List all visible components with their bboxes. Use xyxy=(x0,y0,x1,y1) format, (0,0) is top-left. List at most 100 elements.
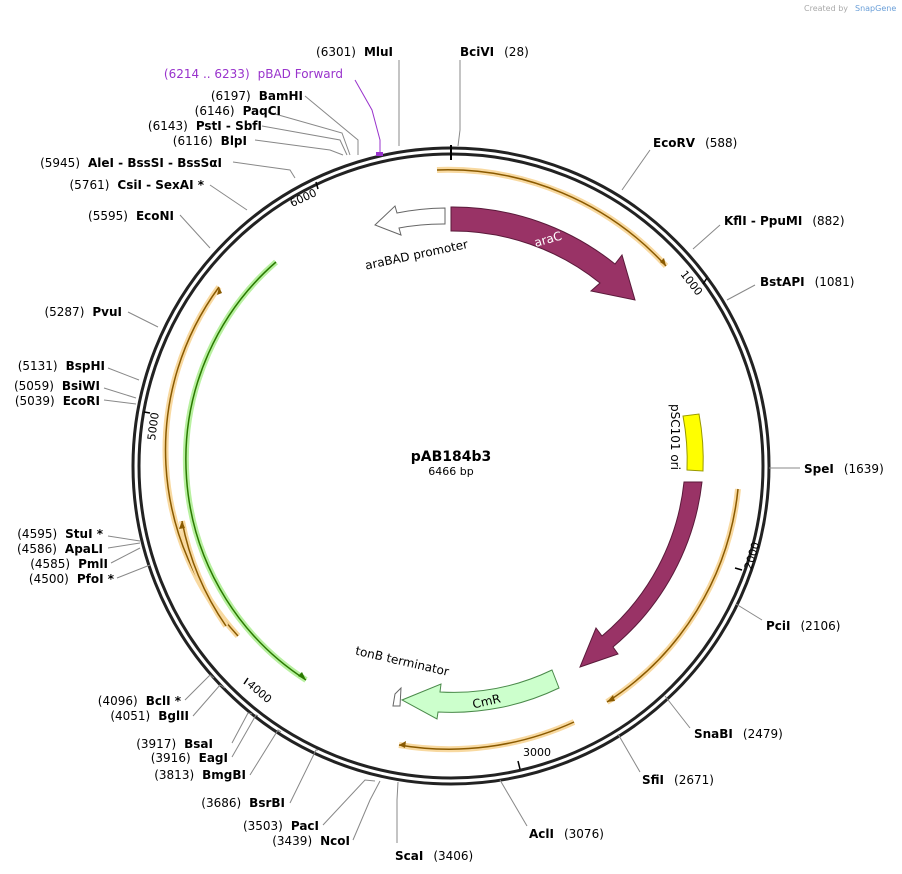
site-pos: (4595) xyxy=(17,527,57,541)
site-pos: (5059) xyxy=(14,379,54,393)
feature-psc101-ori-label: pSC101 ori xyxy=(668,404,682,470)
site-pos: (882) xyxy=(812,214,844,228)
svg-text:(4585)PmlI: (4585)PmlI xyxy=(30,557,108,571)
site-name: AclI xyxy=(529,827,554,841)
site-pos: (5287) xyxy=(44,305,84,319)
primer-leader xyxy=(354,79,381,155)
feature-cmr-label: CmR xyxy=(471,691,502,711)
site-name: PciI xyxy=(766,619,791,633)
tick-label-1000: 1000 xyxy=(678,268,705,298)
svg-text:(4051)BglII: (4051) BglII xyxy=(110,709,189,723)
site-name: AleI - BssSI - BssSαI xyxy=(88,156,222,170)
site-pos: (2106) xyxy=(801,619,841,633)
site-name: BsiWI xyxy=(62,379,100,393)
site-pos: (3439) xyxy=(272,834,312,848)
feature-arabad-promoter xyxy=(374,205,446,236)
svg-text:EcoRV(588): EcoRV (588) xyxy=(653,136,737,150)
site-name: KflI - PpuMI xyxy=(724,214,802,228)
leader-lines xyxy=(103,60,800,843)
svg-text:(3813)BmgBI: (3813)BmgBI xyxy=(154,768,246,782)
plasmid-length: 6466 bp xyxy=(428,465,473,478)
site-pos: (5131) xyxy=(18,359,58,373)
primer-mark xyxy=(376,152,383,156)
site-pos: (3686) xyxy=(201,796,241,810)
svg-text:(4500)PfoI *: (4500) PfoI * xyxy=(29,572,115,586)
svg-text:(5039)EcoRI: (5039)EcoRI xyxy=(15,394,100,408)
site-pos: (6143) xyxy=(148,119,188,133)
site-name: BsaI xyxy=(184,737,213,751)
site-name: PfoI * xyxy=(77,572,115,586)
primer-pos: (6214 .. 6233) xyxy=(164,67,250,81)
svg-text:(4096)BclI *: (4096)BclI * xyxy=(98,694,182,708)
svg-text:KflI - PpuMI(882): KflI - PpuMI (882) xyxy=(724,214,845,228)
site-name: CsiI - SexAI * xyxy=(117,178,204,192)
site-name: SfiI xyxy=(642,773,664,787)
site-pos: (5945) xyxy=(40,156,80,170)
site-name: ScaI xyxy=(395,849,423,863)
site-pos: (6146) xyxy=(195,104,235,118)
site-pos: (2671) xyxy=(674,773,714,787)
tick-label-3000: 3000 xyxy=(523,746,551,759)
svg-text:(3686)BsrBI: (3686) BsrBI xyxy=(201,796,285,810)
svg-text:(6116)BlpI: (6116) BlpI xyxy=(173,134,247,148)
site-pos: (4500) xyxy=(29,572,69,586)
svg-text:AclI(3076): AclI (3076) xyxy=(529,827,604,841)
site-pos: (3406) xyxy=(433,849,473,863)
site-pos: (1639) xyxy=(844,462,884,476)
svg-text:SnaBI(2479): SnaBI(2479) xyxy=(694,727,783,741)
svg-text:(3503)PacI: (3503) PacI xyxy=(243,819,319,833)
site-pos: (2479) xyxy=(743,727,783,741)
site-name: BlpI xyxy=(221,134,247,148)
svg-text:(5761)CsiI - SexAI *: (5761)CsiI - SexAI * xyxy=(70,178,205,192)
site-pos: (6116) xyxy=(173,134,213,148)
feature-rep101 xyxy=(579,481,703,668)
feature-arabad-promoter-label: araBAD promoter xyxy=(364,237,470,273)
green-orf-arc xyxy=(182,259,308,683)
feature-cmr xyxy=(400,669,560,720)
site-pos: (4586) xyxy=(17,542,57,556)
site-name: BglII xyxy=(158,709,189,723)
site-name: PacI xyxy=(291,819,319,833)
site-name: EcoNI xyxy=(136,209,174,223)
site-pos: (1081) xyxy=(815,275,855,289)
primer-name: pBAD Forward xyxy=(258,67,343,81)
feature-psc101-ori xyxy=(682,413,704,472)
site-name: EagI xyxy=(199,751,228,765)
site-name: NcoI xyxy=(320,834,350,848)
svg-text:BciVI(28): BciVI(28) xyxy=(460,45,529,59)
site-name: BmgBI xyxy=(202,768,246,782)
site-name: BamHI xyxy=(259,89,303,103)
svg-text:(5287)PvuI: (5287) PvuI xyxy=(44,305,122,319)
site-name: PstI - SbfI xyxy=(196,119,262,133)
site-pos: (588) xyxy=(705,136,737,150)
site-pos: (3503) xyxy=(243,819,283,833)
svg-text:(6143)PstI - SbfI: (6143) PstI - SbfI xyxy=(148,119,262,133)
tick-label-5000: 5000 xyxy=(145,412,162,442)
site-pos: (28) xyxy=(504,45,529,59)
svg-text:(6197)BamHI: (6197)BamHI xyxy=(211,89,303,103)
brand-name: SnapGene xyxy=(855,4,896,13)
site-pos: (4585) xyxy=(30,557,70,571)
feature-arac xyxy=(450,206,636,301)
site-labels-left: (6301)MluI (3439)NcoI (3503)PacI (3686)B… xyxy=(14,45,393,848)
site-pos: (4096) xyxy=(98,694,138,708)
site-name: BspHI xyxy=(66,359,105,373)
site-name: EcoRV xyxy=(653,136,696,150)
site-pos: (3076) xyxy=(564,827,604,841)
svg-text:SfiI(2671): SfiI (2671) xyxy=(642,773,714,787)
svg-text:(5595)EcoNI: (5595) EcoNI xyxy=(88,209,174,223)
site-pos: (4051) xyxy=(110,709,150,723)
site-pos: (5595) xyxy=(88,209,128,223)
site-pos: (5039) xyxy=(15,394,55,408)
site-pos: (3916) xyxy=(151,751,191,765)
feature-tonb-terminator xyxy=(392,686,402,707)
site-name: BsrBI xyxy=(249,796,285,810)
site-name: MluI xyxy=(364,45,393,59)
svg-text:(5131)BspHI: (5131) BspHI xyxy=(18,359,105,373)
site-name: PvuI xyxy=(92,305,122,319)
brand-prefix: Created by xyxy=(804,4,848,13)
site-name: StuI * xyxy=(65,527,104,541)
svg-text:(4586)ApaLI: (4586)ApaLI xyxy=(17,542,103,556)
tick-label-2000: 2000 xyxy=(742,541,763,572)
